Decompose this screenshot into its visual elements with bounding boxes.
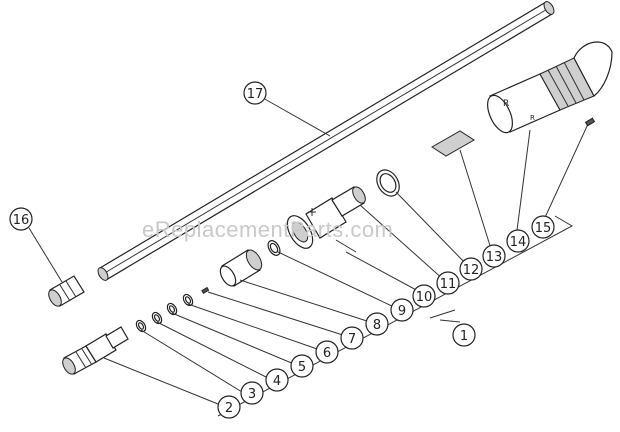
svg-text:5: 5 <box>298 360 306 375</box>
svg-text:14: 14 <box>510 235 527 250</box>
svg-text:2: 2 <box>225 401 233 416</box>
svg-text:12: 12 <box>463 263 480 278</box>
svg-text:1: 1 <box>460 329 468 344</box>
callout-16[interactable]: 16 <box>9 207 33 231</box>
callout-5[interactable]: 5 <box>290 354 314 378</box>
svg-text:8: 8 <box>373 318 381 333</box>
callout-13[interactable]: 13 <box>482 244 506 268</box>
callout-14[interactable]: 14 <box>506 229 530 253</box>
callout-9[interactable]: 9 <box>390 298 414 322</box>
svg-text:4: 4 <box>273 374 281 389</box>
callout-8[interactable]: 8 <box>365 312 389 336</box>
callout-17[interactable]: 17 <box>243 81 267 105</box>
wand-nut[interactable] <box>46 275 85 308</box>
svg-text:7: 7 <box>348 332 356 347</box>
svg-text:13: 13 <box>486 250 503 265</box>
sleeve[interactable] <box>217 247 265 288</box>
wand-tube[interactable] <box>96 0 556 282</box>
callout-15[interactable]: 15 <box>531 215 555 239</box>
small-pin-7[interactable] <box>201 286 210 294</box>
quick-connect-plug[interactable] <box>60 326 129 376</box>
callout-10[interactable]: 10 <box>412 284 436 308</box>
callout-7[interactable]: 7 <box>340 326 364 350</box>
leader-lines <box>28 97 589 405</box>
callout-6[interactable]: 6 <box>315 340 339 364</box>
brand-mark-small: R <box>530 114 535 122</box>
set-screw[interactable] <box>584 117 596 127</box>
callout-4[interactable]: 4 <box>265 368 289 392</box>
svg-text:16: 16 <box>13 213 30 228</box>
o-ring-9[interactable] <box>266 239 283 258</box>
o-ring-6[interactable] <box>181 293 194 307</box>
watermark: eReplacementParts.com <box>142 217 393 242</box>
svg-text:15: 15 <box>535 221 552 236</box>
svg-text:17: 17 <box>247 87 264 102</box>
svg-text:3: 3 <box>248 387 256 402</box>
callout-12[interactable]: 12 <box>459 257 483 281</box>
nozzle-body[interactable] <box>282 185 368 253</box>
callout-11[interactable]: 11 <box>436 271 460 295</box>
callout-1[interactable]: 1 <box>452 323 476 347</box>
svg-text:11: 11 <box>440 277 457 292</box>
callout-2[interactable]: 2 <box>217 395 241 419</box>
svg-text:9: 9 <box>398 304 406 319</box>
svg-text:6: 6 <box>323 346 331 361</box>
nozzle-head[interactable]: R R <box>482 41 613 136</box>
label-plate[interactable] <box>431 130 475 157</box>
svg-text:10: 10 <box>416 290 433 305</box>
o-ring-4[interactable] <box>150 311 163 325</box>
o-ring-3[interactable] <box>134 319 147 333</box>
o-ring-5[interactable] <box>165 302 178 316</box>
brand-mark: R <box>503 99 509 109</box>
o-ring-12[interactable] <box>372 166 404 200</box>
callout-3[interactable]: 3 <box>240 381 264 405</box>
